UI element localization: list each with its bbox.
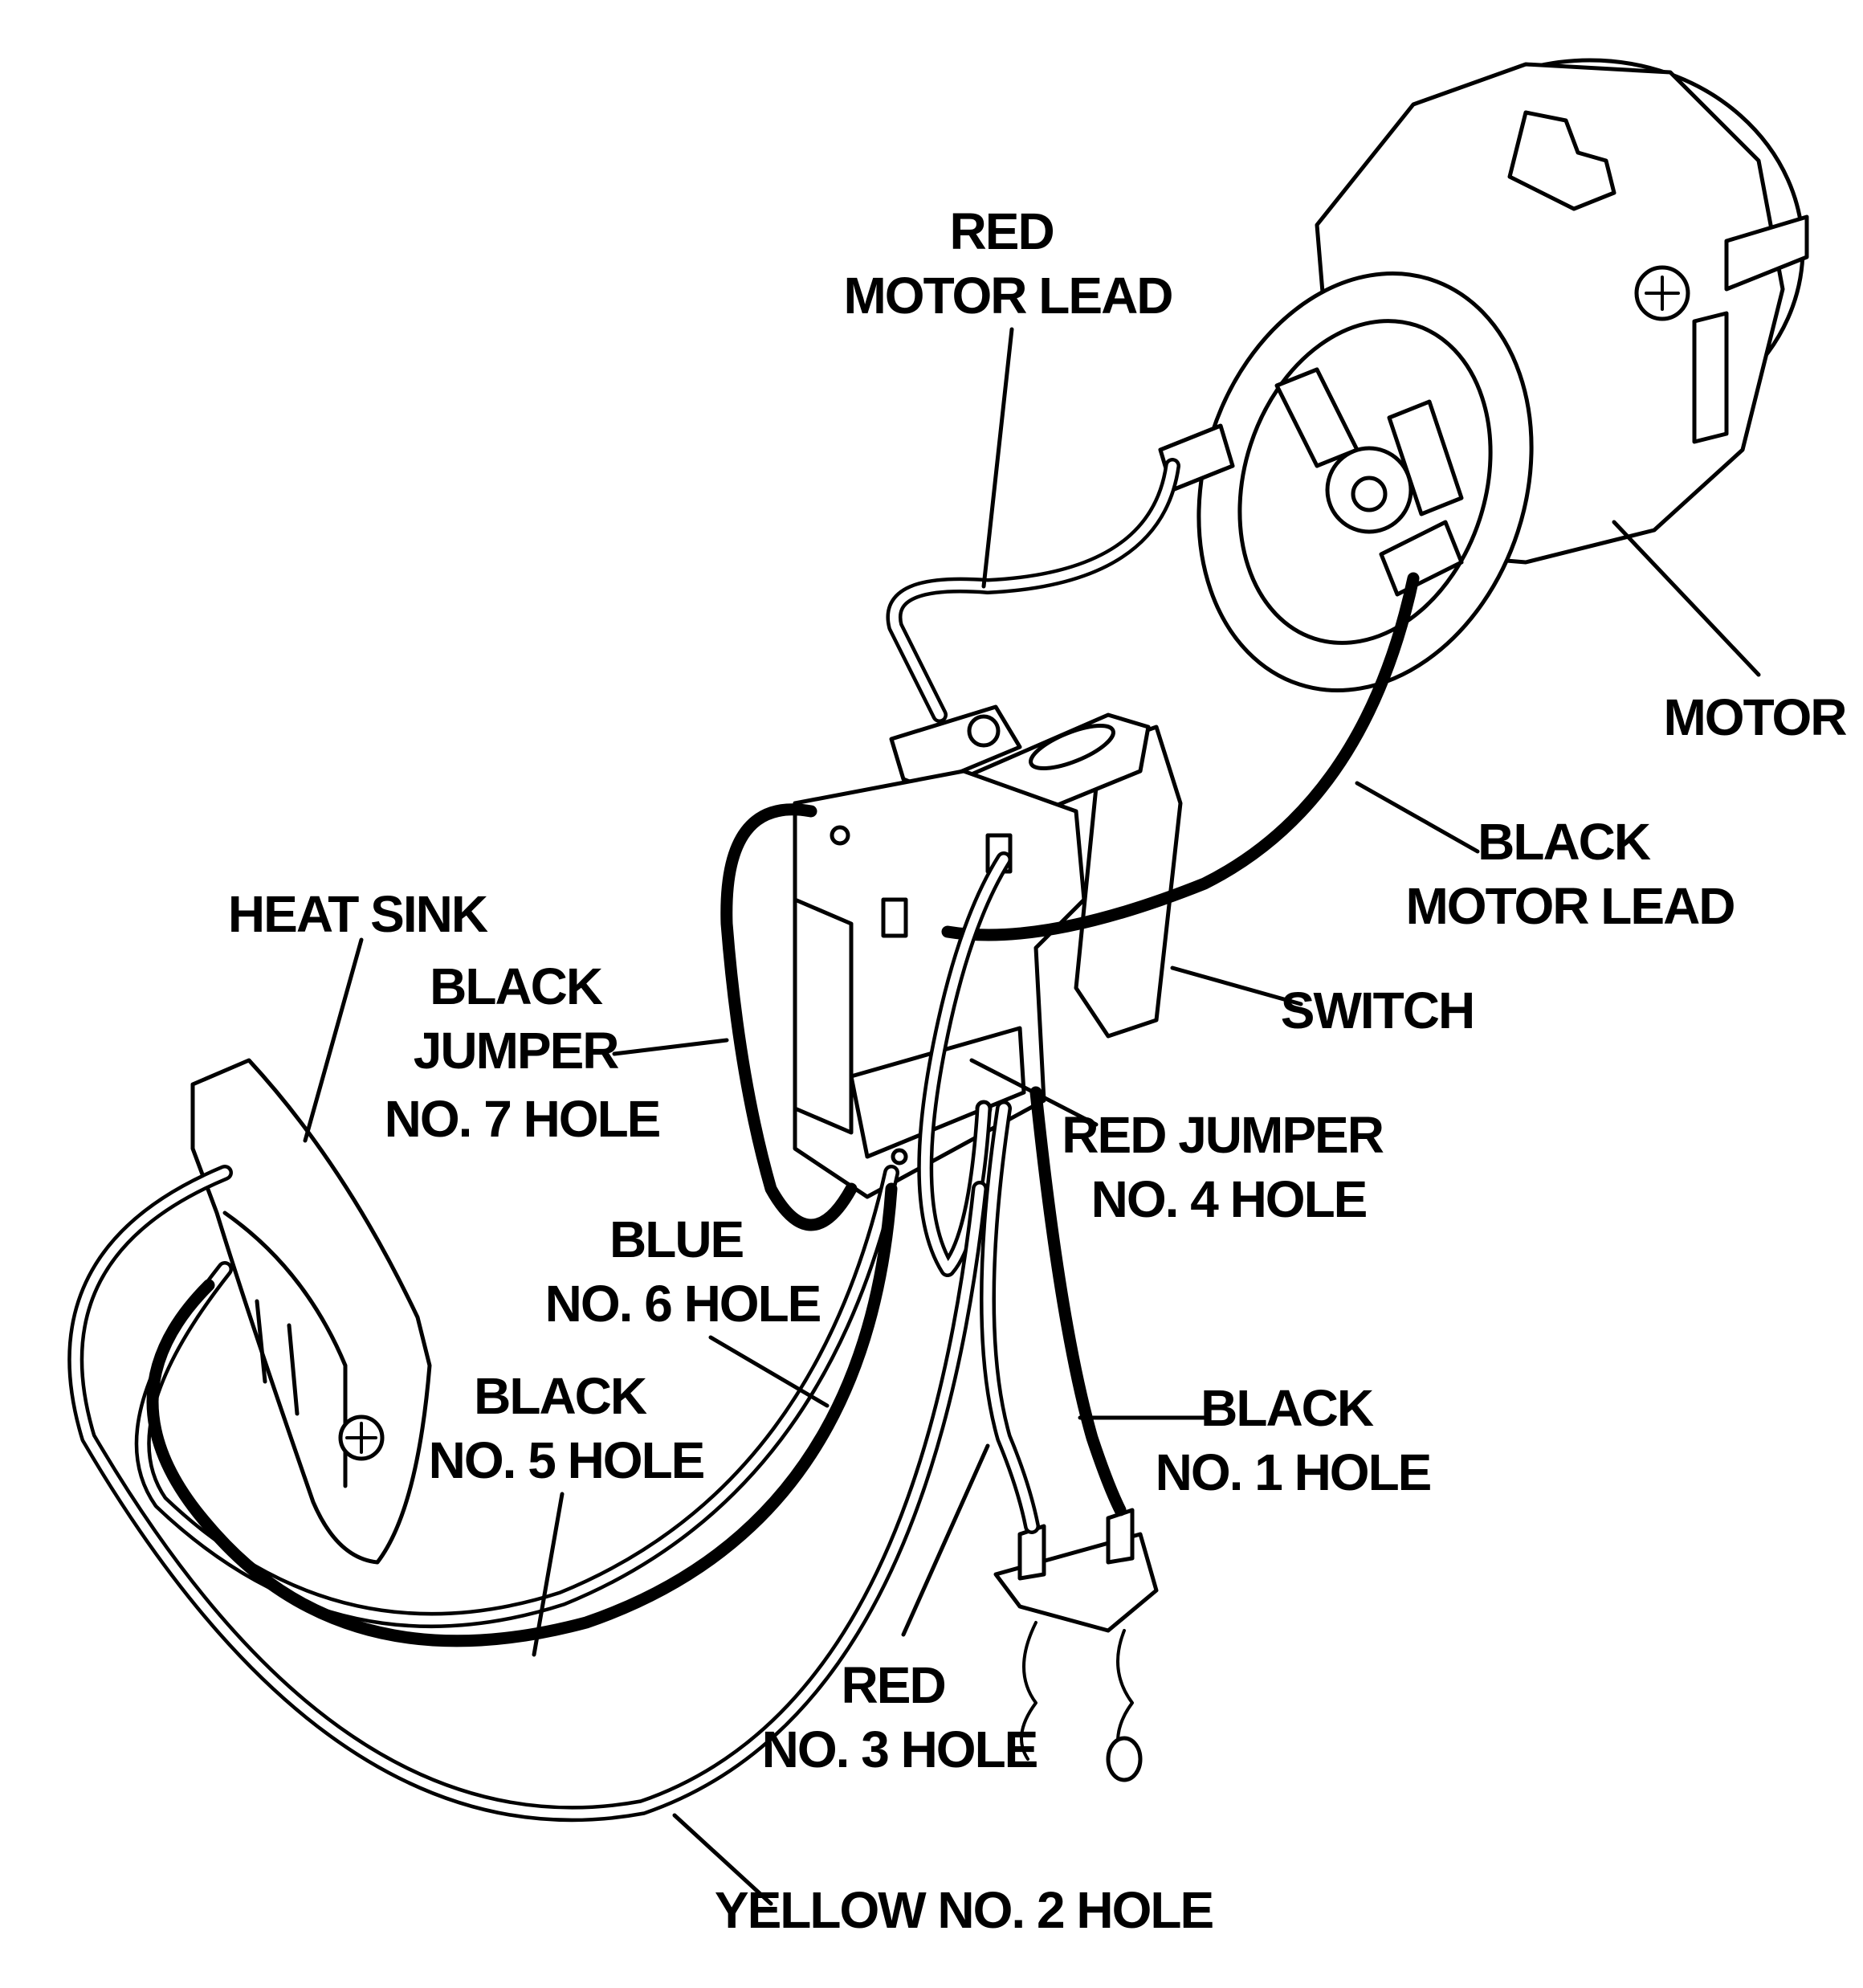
switch-trigger — [1074, 725, 1183, 1039]
switch — [793, 704, 1183, 1199]
label-red-jumper: RED JUMPER NO. 4 HOLE — [1062, 1106, 1395, 1228]
leader-switch — [1170, 965, 1303, 1006]
label-yellow-no2: YELLOW NO. 2 HOLE — [715, 1881, 1213, 1939]
wire-black-motor-lead — [941, 572, 1420, 941]
heat-sink-fin-2 — [255, 1299, 267, 1384]
leader-motor — [1612, 520, 1761, 677]
connector-tab-end — [1106, 1736, 1143, 1782]
label-red-motor-lead: RED MOTOR LEAD — [843, 202, 1172, 325]
motor-shaft-icon — [1351, 476, 1388, 512]
motor-rear-boss — [1724, 214, 1809, 292]
label-motor: MOTOR — [1663, 688, 1846, 746]
leader-black-jumper — [612, 1038, 729, 1056]
label-blue: BLUE NO. 6 HOLE — [545, 1210, 821, 1333]
leader-heat-sink — [303, 937, 364, 1143]
leader-lines — [303, 327, 1761, 1906]
wire-red-no3 — [980, 1100, 1040, 1534]
switch-pivot-icon — [967, 714, 1001, 748]
leader-yellow — [672, 1813, 773, 1906]
label-black-no5: BLACK NO. 5 HOLE — [429, 1367, 704, 1489]
leader-red-jumper — [969, 1058, 1099, 1127]
battery-connector — [993, 1508, 1159, 1782]
leader-red-motor-lead — [981, 327, 1014, 589]
label-black-motor-lead: BLACK MOTOR LEAD — [1405, 813, 1734, 935]
motor-top-tab — [1507, 110, 1616, 211]
label-red-no3: RED NO. 3 HOLE — [762, 1656, 1037, 1778]
switch-no7-hole — [891, 1148, 908, 1165]
switch-hole-icon — [830, 825, 850, 846]
heat-sink-fin-3 — [287, 1323, 300, 1416]
leader-blue — [708, 1335, 830, 1408]
heat-sink-fin-1 — [222, 1210, 348, 1488]
label-black-no1: BLACK NO. 1 HOLE — [1156, 1379, 1431, 1501]
motor — [1158, 58, 1809, 692]
wire-black-jumper — [720, 803, 858, 1231]
wire-blue — [134, 1165, 899, 1628]
label-black-jumper: BLACK JUMPER NO. 7 HOLE — [385, 957, 660, 1148]
wire-black-no1 — [1029, 1086, 1127, 1517]
wire-black-no5 — [146, 1182, 898, 1647]
switch-lever-slot — [1029, 723, 1115, 771]
leader-red-no3 — [901, 1443, 990, 1637]
connector-tab-left — [1020, 1621, 1037, 1761]
leader-black-motor-lead — [1355, 781, 1480, 854]
wire-yellow — [67, 1165, 988, 1823]
label-switch: SWITCH — [1281, 982, 1474, 1039]
motor-side-bracket — [1692, 311, 1729, 444]
leader-black-no5 — [532, 1492, 565, 1657]
motor-terminal-black — [1379, 520, 1464, 597]
switch-terminal-opening — [881, 897, 908, 938]
heat-sink — [190, 1058, 432, 1565]
label-heat-sink: HEAT SINK — [228, 885, 488, 943]
connector-post-right — [1106, 1508, 1135, 1565]
wire-red-motor-lead — [886, 458, 1180, 723]
switch-front-block — [793, 897, 854, 1135]
labels: RED MOTOR LEAD MOTOR BLACK MOTOR LEAD HE… — [228, 202, 1848, 1939]
